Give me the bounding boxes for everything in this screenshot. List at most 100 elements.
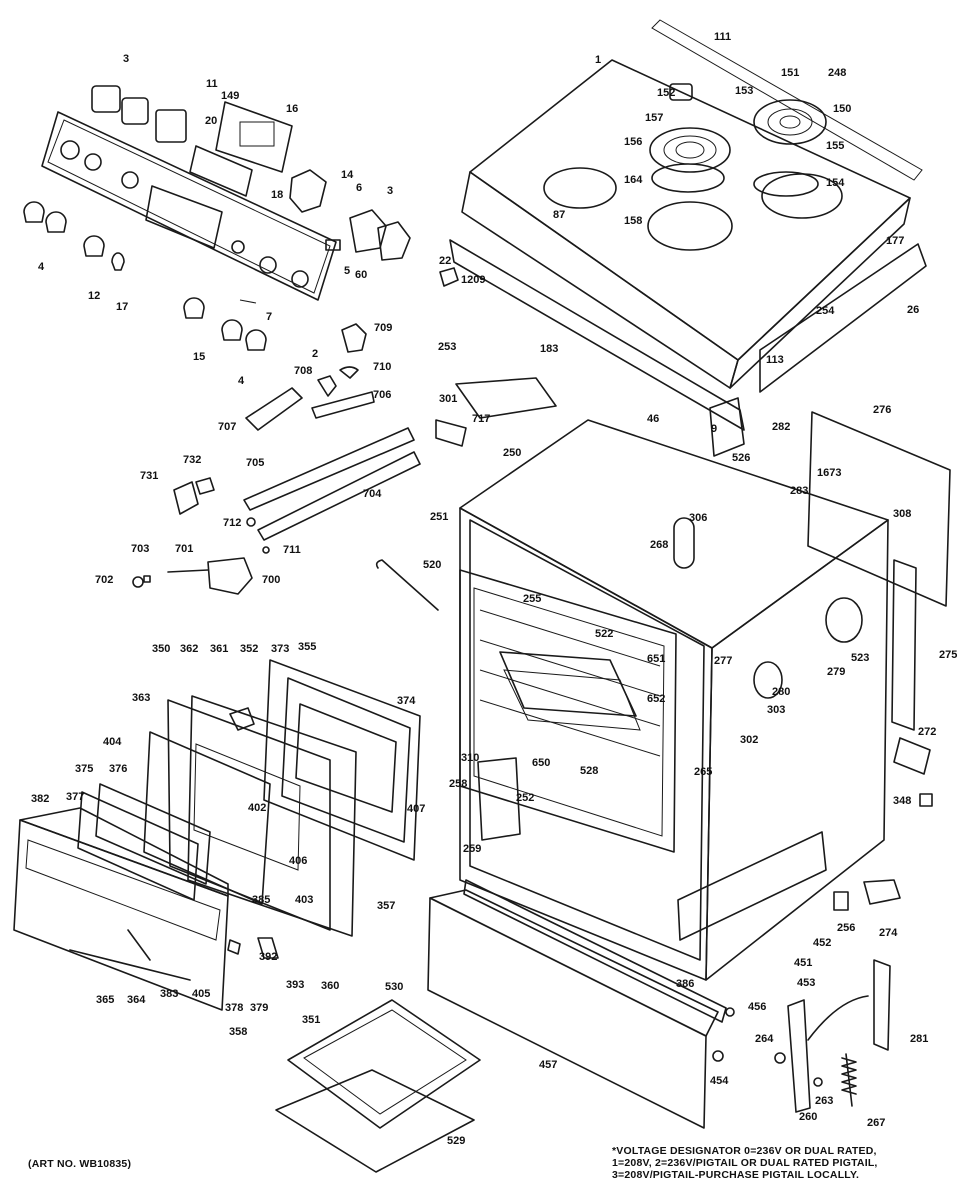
callout: 16: [286, 103, 298, 115]
callout: 164: [624, 174, 643, 186]
callout: 1: [595, 54, 601, 66]
callout: 265: [694, 766, 712, 778]
callout: 454: [710, 1075, 729, 1087]
callout: 46: [647, 413, 659, 425]
callout: 260: [799, 1111, 817, 1123]
callout: 158: [624, 215, 642, 227]
callout: 3: [387, 185, 393, 197]
callout: 364: [127, 994, 146, 1006]
callout: 375: [75, 763, 93, 775]
callout: 392: [259, 951, 277, 963]
callout: 3: [123, 53, 129, 65]
callout: 703: [131, 543, 149, 555]
callout: 5: [344, 265, 350, 277]
callout: 711: [283, 544, 301, 556]
callout: 452: [813, 937, 831, 949]
callout: 277: [714, 655, 732, 667]
callout: 155: [826, 140, 844, 152]
callout: 374: [397, 695, 416, 707]
callout: 403: [295, 894, 313, 906]
callout: 358: [229, 1026, 247, 1038]
anti-tip-brackets-drawing: [712, 879, 901, 1113]
callout: 457: [539, 1059, 557, 1071]
callout: 520: [423, 559, 441, 571]
callout: 393: [286, 979, 304, 991]
callout: 154: [826, 177, 845, 189]
voltage-designator-note: *VOLTAGE DESIGNATOR 0=236V OR DUAL RATED…: [612, 1145, 952, 1181]
callout: 250: [503, 447, 521, 459]
callout: 283: [790, 485, 808, 497]
callout: 377: [66, 791, 84, 803]
callout: 7: [266, 311, 272, 323]
callout: 310: [461, 752, 479, 764]
callout: 451: [794, 957, 812, 969]
callout: 15: [193, 351, 205, 363]
callout: 701: [175, 543, 193, 555]
callout: 87: [553, 209, 565, 221]
callout: 351: [302, 1014, 320, 1026]
callout: 650: [532, 757, 550, 769]
callout: 149: [221, 90, 239, 102]
callout: 712: [223, 517, 241, 529]
callout: 352: [240, 643, 258, 655]
callout: 281: [910, 1033, 928, 1045]
art-number: (ART NO. WB10835): [28, 1158, 132, 1170]
callout: 255: [523, 593, 541, 605]
callout: 259: [463, 843, 481, 855]
callout: 402: [248, 802, 266, 814]
callout: 282: [772, 421, 790, 433]
callout: 652: [647, 693, 665, 705]
callout: 453: [797, 977, 815, 989]
callout: 12: [88, 290, 100, 302]
callout: 306: [689, 512, 707, 524]
callout: 11: [206, 78, 218, 90]
callout: 17: [116, 301, 128, 313]
callout: 383: [160, 988, 178, 1000]
callout: 404: [103, 736, 122, 748]
callout: 183: [540, 343, 558, 355]
callout: 700: [262, 574, 280, 586]
callout: 256: [837, 922, 855, 934]
callout: 1673: [817, 467, 841, 479]
callout: 379: [250, 1002, 268, 1014]
callout: 272: [918, 726, 936, 738]
voltage-note-line: *VOLTAGE DESIGNATOR 0=236V OR DUAL RATED…: [612, 1145, 877, 1157]
callout: 279: [827, 666, 845, 678]
callout: 302: [740, 734, 758, 746]
callout: 706: [373, 389, 391, 401]
callout: 9: [711, 423, 717, 435]
voltage-note-line: 3=208V/PIGTAIL-PURCHASE PIGTAIL LOCALLY.: [612, 1169, 860, 1181]
callout: 1209: [461, 274, 485, 286]
oven-door-drawing: [13, 659, 421, 1011]
callout: 258: [449, 778, 467, 790]
callout: 20: [205, 115, 217, 127]
callout: 113: [766, 354, 784, 366]
callout: 264: [755, 1033, 774, 1045]
callout: 151: [781, 67, 799, 79]
callout: 406: [289, 855, 307, 867]
callout: 153: [735, 85, 753, 97]
callout: 303: [767, 704, 785, 716]
callout: 528: [580, 765, 598, 777]
callout: 4: [238, 375, 245, 387]
callout: 357: [377, 900, 395, 912]
callout: 252: [516, 792, 534, 804]
callout: 14: [341, 169, 354, 181]
callout: 385: [252, 894, 270, 906]
callout-labels: 3 11 149 20 16 18 14 6 3 5 60 4 12 17 7 …: [31, 31, 957, 1147]
callout: 157: [645, 112, 663, 124]
callout: 522: [595, 628, 613, 640]
callout: 707: [218, 421, 236, 433]
storage-drawer-drawing: [275, 879, 727, 1173]
callout: 709: [374, 322, 392, 334]
callout: 6: [356, 182, 362, 194]
callout: 523: [851, 652, 869, 664]
callout: 274: [879, 927, 898, 939]
callout: 365: [96, 994, 114, 1006]
callout: 111: [714, 31, 731, 43]
callout: 407: [407, 803, 425, 815]
callout: 363: [132, 692, 150, 704]
callout: 350: [152, 643, 170, 655]
callout: 263: [815, 1095, 833, 1107]
